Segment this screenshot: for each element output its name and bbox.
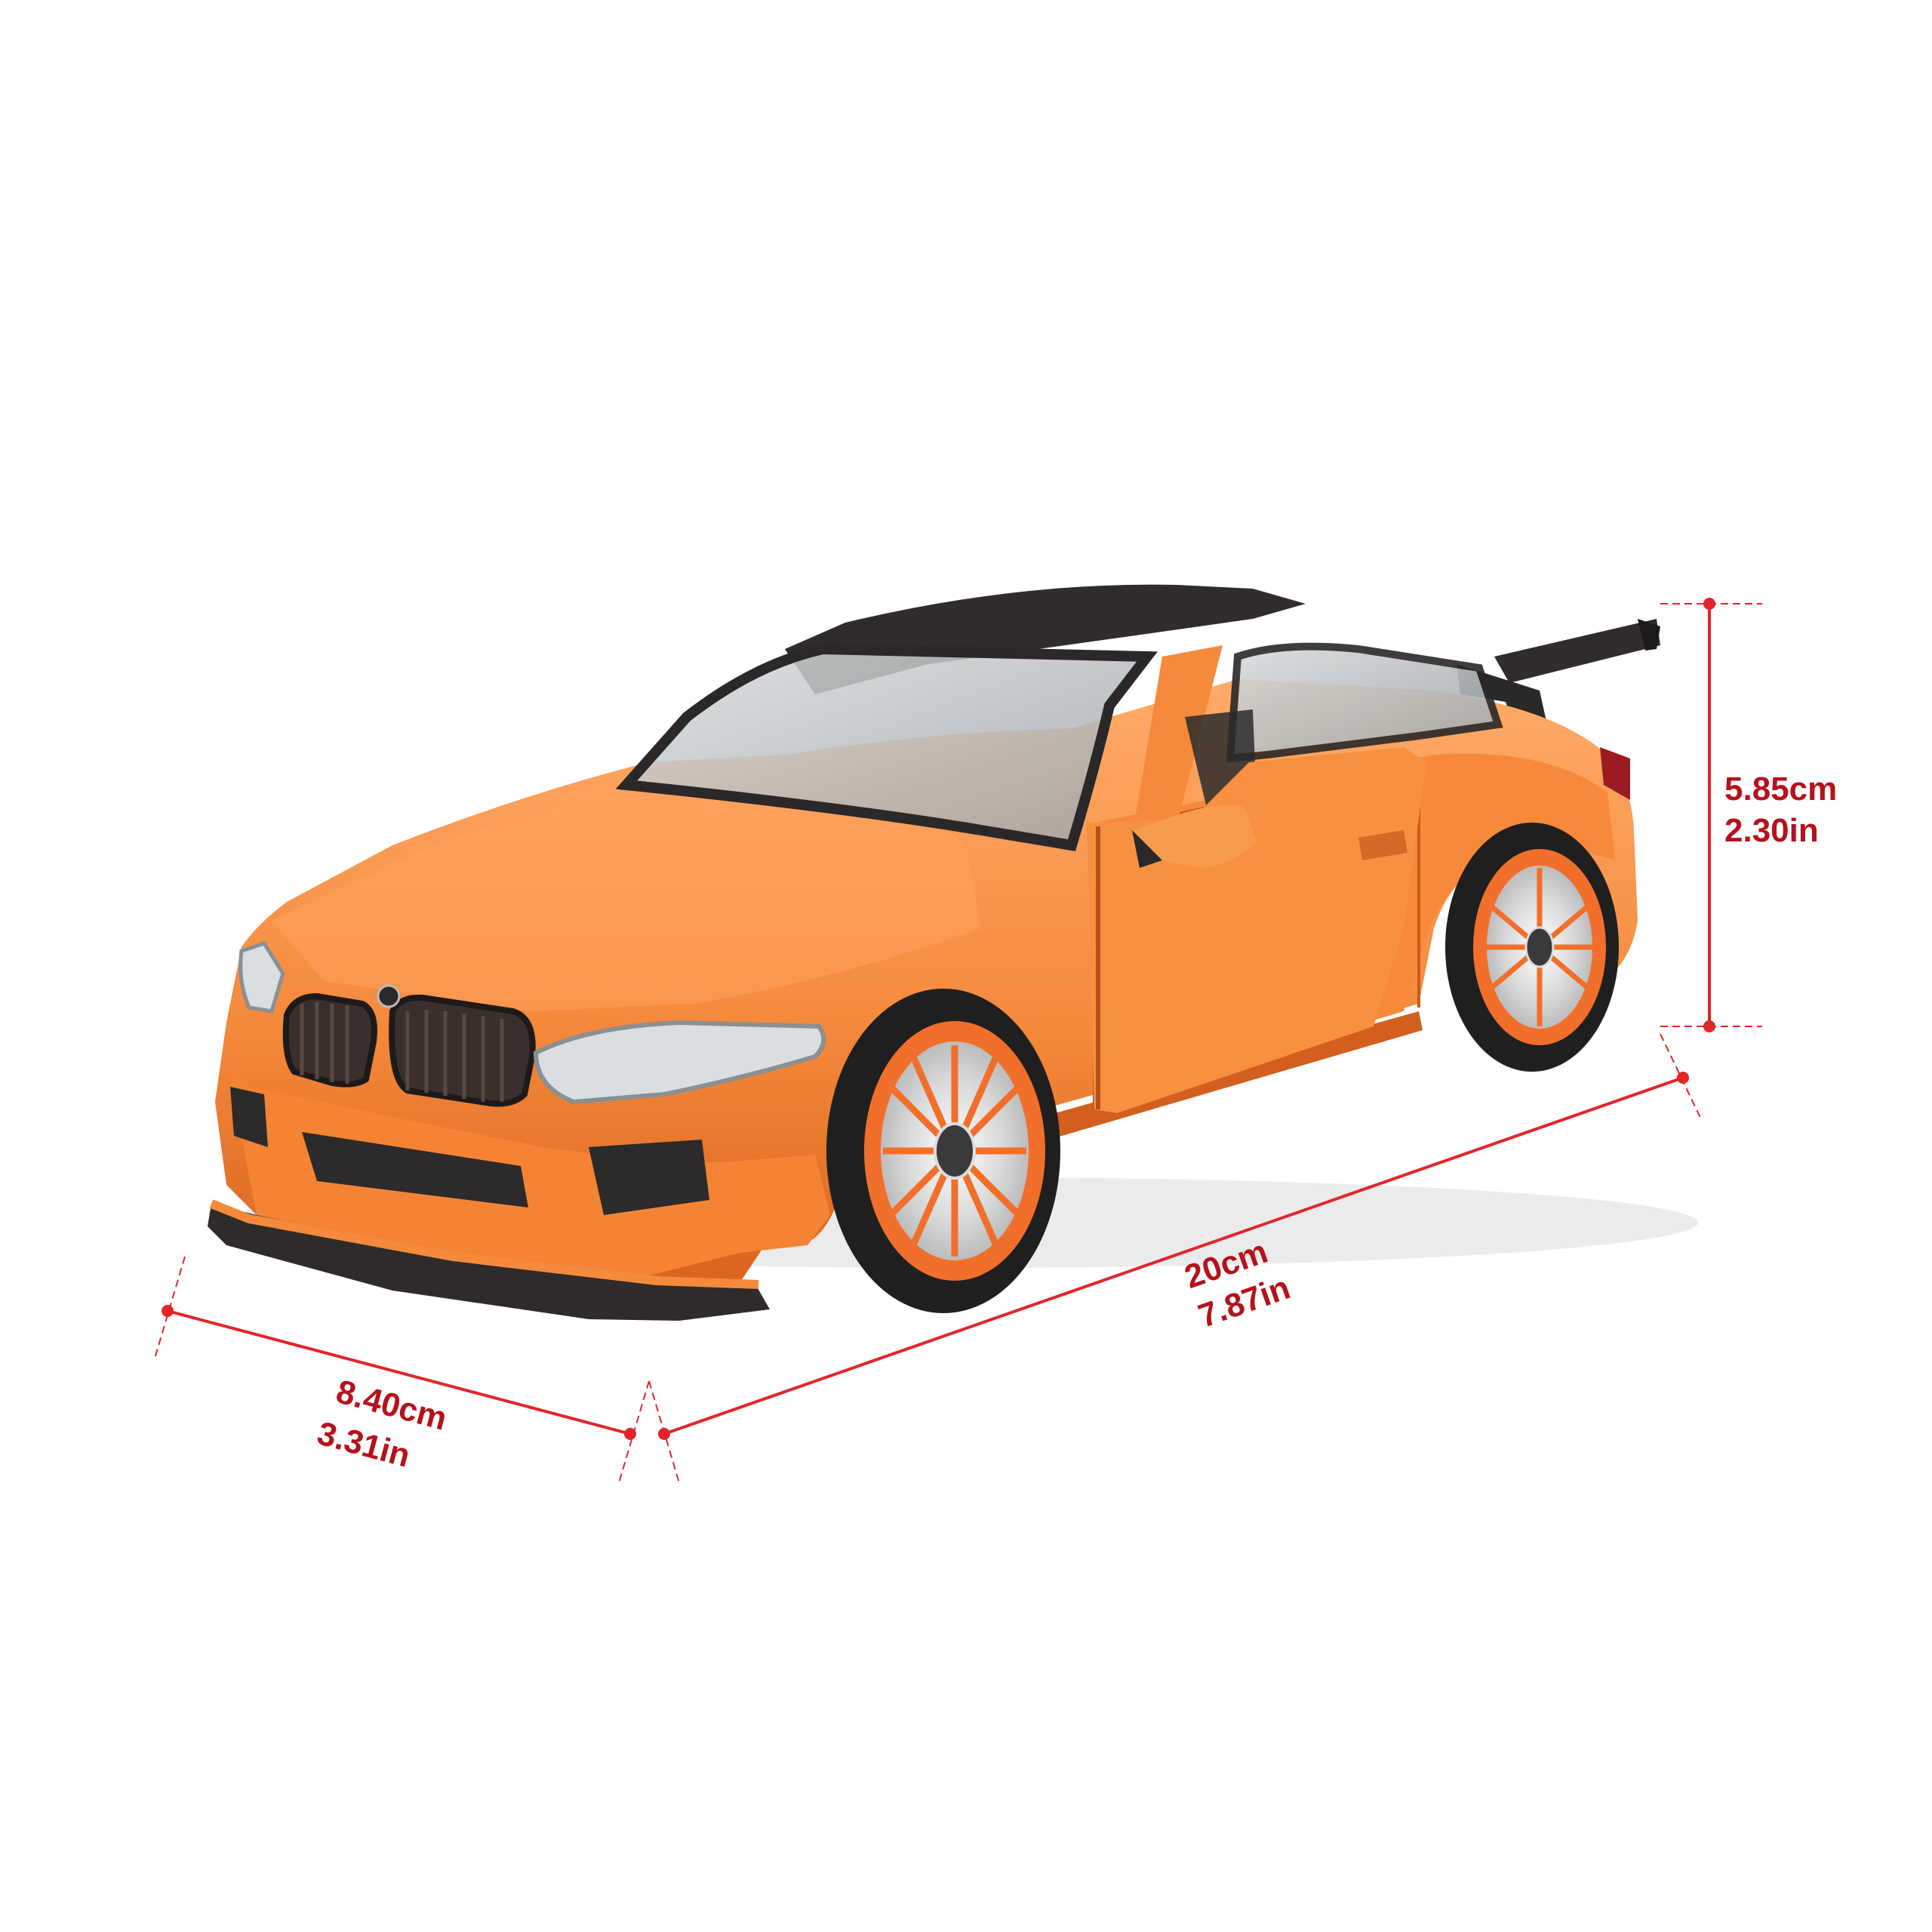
lower-intake-left: [230, 1087, 268, 1147]
bmw-badge: [377, 984, 401, 1008]
side-window: [1226, 642, 1503, 763]
front-bumper: [226, 1057, 830, 1275]
dimension-height-line: [1660, 598, 1762, 1032]
headlight-left: [238, 941, 285, 1014]
headlight-right: [533, 1020, 826, 1105]
height-in-label: 2.30in: [1724, 812, 1819, 849]
side-mirror: [1132, 804, 1257, 868]
lower-intake-right: [589, 1140, 709, 1215]
front-wheel: [826, 989, 1060, 1313]
tail-light: [1600, 747, 1630, 800]
height-cm-label: 5.85cm: [1724, 771, 1837, 808]
dimension-length-line: [658, 1033, 1703, 1440]
dimension-width-line: [154, 1256, 680, 1484]
toy-car: [208, 584, 1698, 1321]
hood: [272, 770, 981, 1011]
splitter-edge: [209, 1199, 759, 1289]
rear-wheel: [1445, 823, 1619, 1072]
windshield-frame: [615, 643, 1158, 851]
kidney-grille: [282, 992, 536, 1107]
a-pillar: [1132, 645, 1223, 838]
lower-intake-center: [302, 1132, 528, 1208]
side-skirt: [1041, 1011, 1423, 1140]
